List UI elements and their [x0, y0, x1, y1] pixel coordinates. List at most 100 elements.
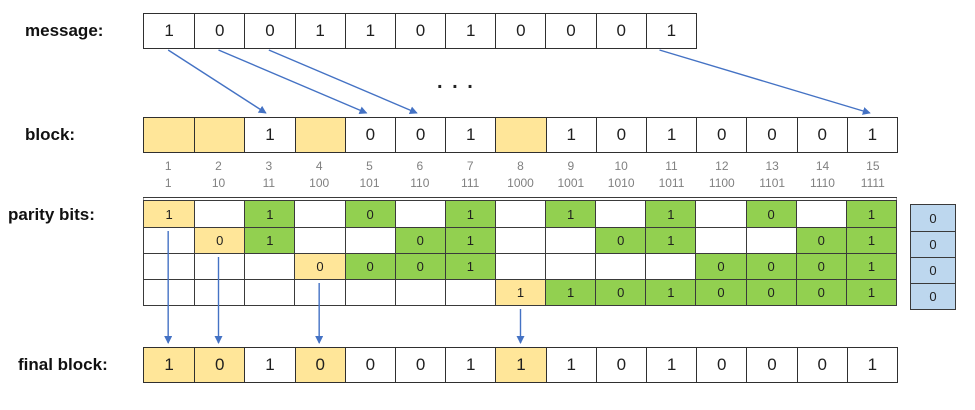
parity-cell [545, 253, 596, 279]
index-decimal: 3 [265, 158, 273, 173]
parity-cell: 0 [344, 201, 395, 227]
block-cell [144, 118, 195, 152]
index-binary: 101 [359, 175, 380, 190]
message-cell: 1 [144, 14, 195, 48]
index-binary: 1 [164, 175, 172, 190]
final-block-cell: 1 [445, 348, 496, 382]
message-cell: 1 [344, 14, 395, 48]
message-cell: 1 [445, 14, 496, 48]
parity-cell: 1 [845, 227, 896, 253]
parity-cell [545, 227, 596, 253]
block-cell [194, 118, 245, 152]
parity-cell [344, 227, 395, 253]
index-binary: 1110 [810, 175, 835, 190]
parity-cell [394, 279, 445, 305]
parity-cell: 0 [745, 201, 796, 227]
parity-cell [194, 201, 245, 227]
message-cell: 0 [394, 14, 446, 48]
parity-cell [695, 201, 746, 227]
parity-cell: 0 [745, 279, 796, 305]
block-cell: 1 [545, 118, 596, 152]
index-decimal: 11 [665, 158, 678, 173]
parity-cell: 0 [695, 253, 746, 279]
parity-cell: 1 [845, 253, 896, 279]
final-block-cell: 1 [545, 348, 596, 382]
index-binary: 1100 [708, 175, 735, 190]
block-cell: 1 [445, 118, 496, 152]
parity-cell: 1 [545, 279, 596, 305]
parity-cell [244, 279, 295, 305]
index-decimal: 14 [815, 158, 830, 173]
index-decimal: 7 [466, 158, 474, 173]
final-block-cell: 0 [194, 348, 245, 382]
block-cell [495, 118, 546, 152]
final-block-label: final block: [18, 355, 108, 374]
parity-cell [595, 201, 646, 227]
parity-cell [394, 201, 445, 227]
index-decimal: 15 [866, 158, 880, 173]
block-cell: 0 [746, 118, 797, 152]
parity-cell: 1 [244, 227, 295, 253]
index-decimal: 8 [517, 158, 524, 173]
ellipsis: . . . [437, 71, 475, 93]
parity-result-cell: 0 [911, 231, 955, 257]
message-to-block-arrow [268, 49, 418, 114]
block-cell: 0 [595, 118, 646, 152]
final-block-cell: 1 [495, 348, 546, 382]
parity-cell [695, 227, 746, 253]
final-block-cell: 0 [344, 348, 395, 382]
parity-cell: 0 [194, 227, 245, 253]
parity-cell [344, 279, 395, 305]
index-binary: 1101 [759, 175, 786, 190]
block-cell: 0 [796, 118, 847, 152]
parity-bits-label: parity bits: [8, 205, 95, 224]
final-block-cell: 1 [244, 348, 295, 382]
message-to-block-arrow [167, 49, 267, 114]
parity-cell [444, 279, 495, 305]
block-cell: 1 [244, 118, 295, 152]
index-binary: 100 [309, 175, 330, 190]
message-to-block-arrow [218, 49, 368, 114]
parity-cell [494, 227, 546, 253]
parity-cell: 0 [695, 279, 746, 305]
block-cell: 0 [395, 118, 446, 152]
parity-cell: 1 [545, 201, 596, 227]
parity-cell: 1 [144, 201, 195, 227]
parity-cell: 0 [745, 253, 796, 279]
index-decimal: 12 [715, 158, 729, 173]
parity-cell: 1 [645, 227, 696, 253]
message-cell: 0 [495, 14, 546, 48]
message-cell: 0 [545, 14, 596, 48]
parity-cell [294, 227, 345, 253]
block-cell: 1 [846, 118, 897, 152]
parity-cell: 1 [444, 201, 495, 227]
parity-cell: 0 [595, 279, 646, 305]
parity-cell [244, 253, 295, 279]
parity-cell [144, 279, 195, 305]
final-block-cell: 0 [746, 348, 797, 382]
parity-cell [194, 253, 245, 279]
parity-cell: 0 [795, 279, 846, 305]
index-binary: 10 [211, 175, 226, 190]
index-decimal: 1 [164, 158, 172, 173]
final-block-cell: 1 [144, 348, 195, 382]
index-decimal: 2 [215, 158, 222, 173]
parity-cell: 1 [645, 279, 696, 305]
final-block-cell: 0 [595, 348, 646, 382]
index-decimal: 5 [366, 158, 373, 173]
message-cell: 0 [595, 14, 646, 48]
message-cell: 0 [244, 14, 295, 48]
parity-cell [294, 279, 345, 305]
index-binary: 1010 [607, 175, 635, 190]
index-decimal: 4 [315, 158, 323, 173]
parity-cell [745, 227, 796, 253]
index-binary: 1001 [557, 175, 585, 190]
final-block-cell: 0 [696, 348, 747, 382]
parity-result-cell: 0 [911, 205, 955, 231]
